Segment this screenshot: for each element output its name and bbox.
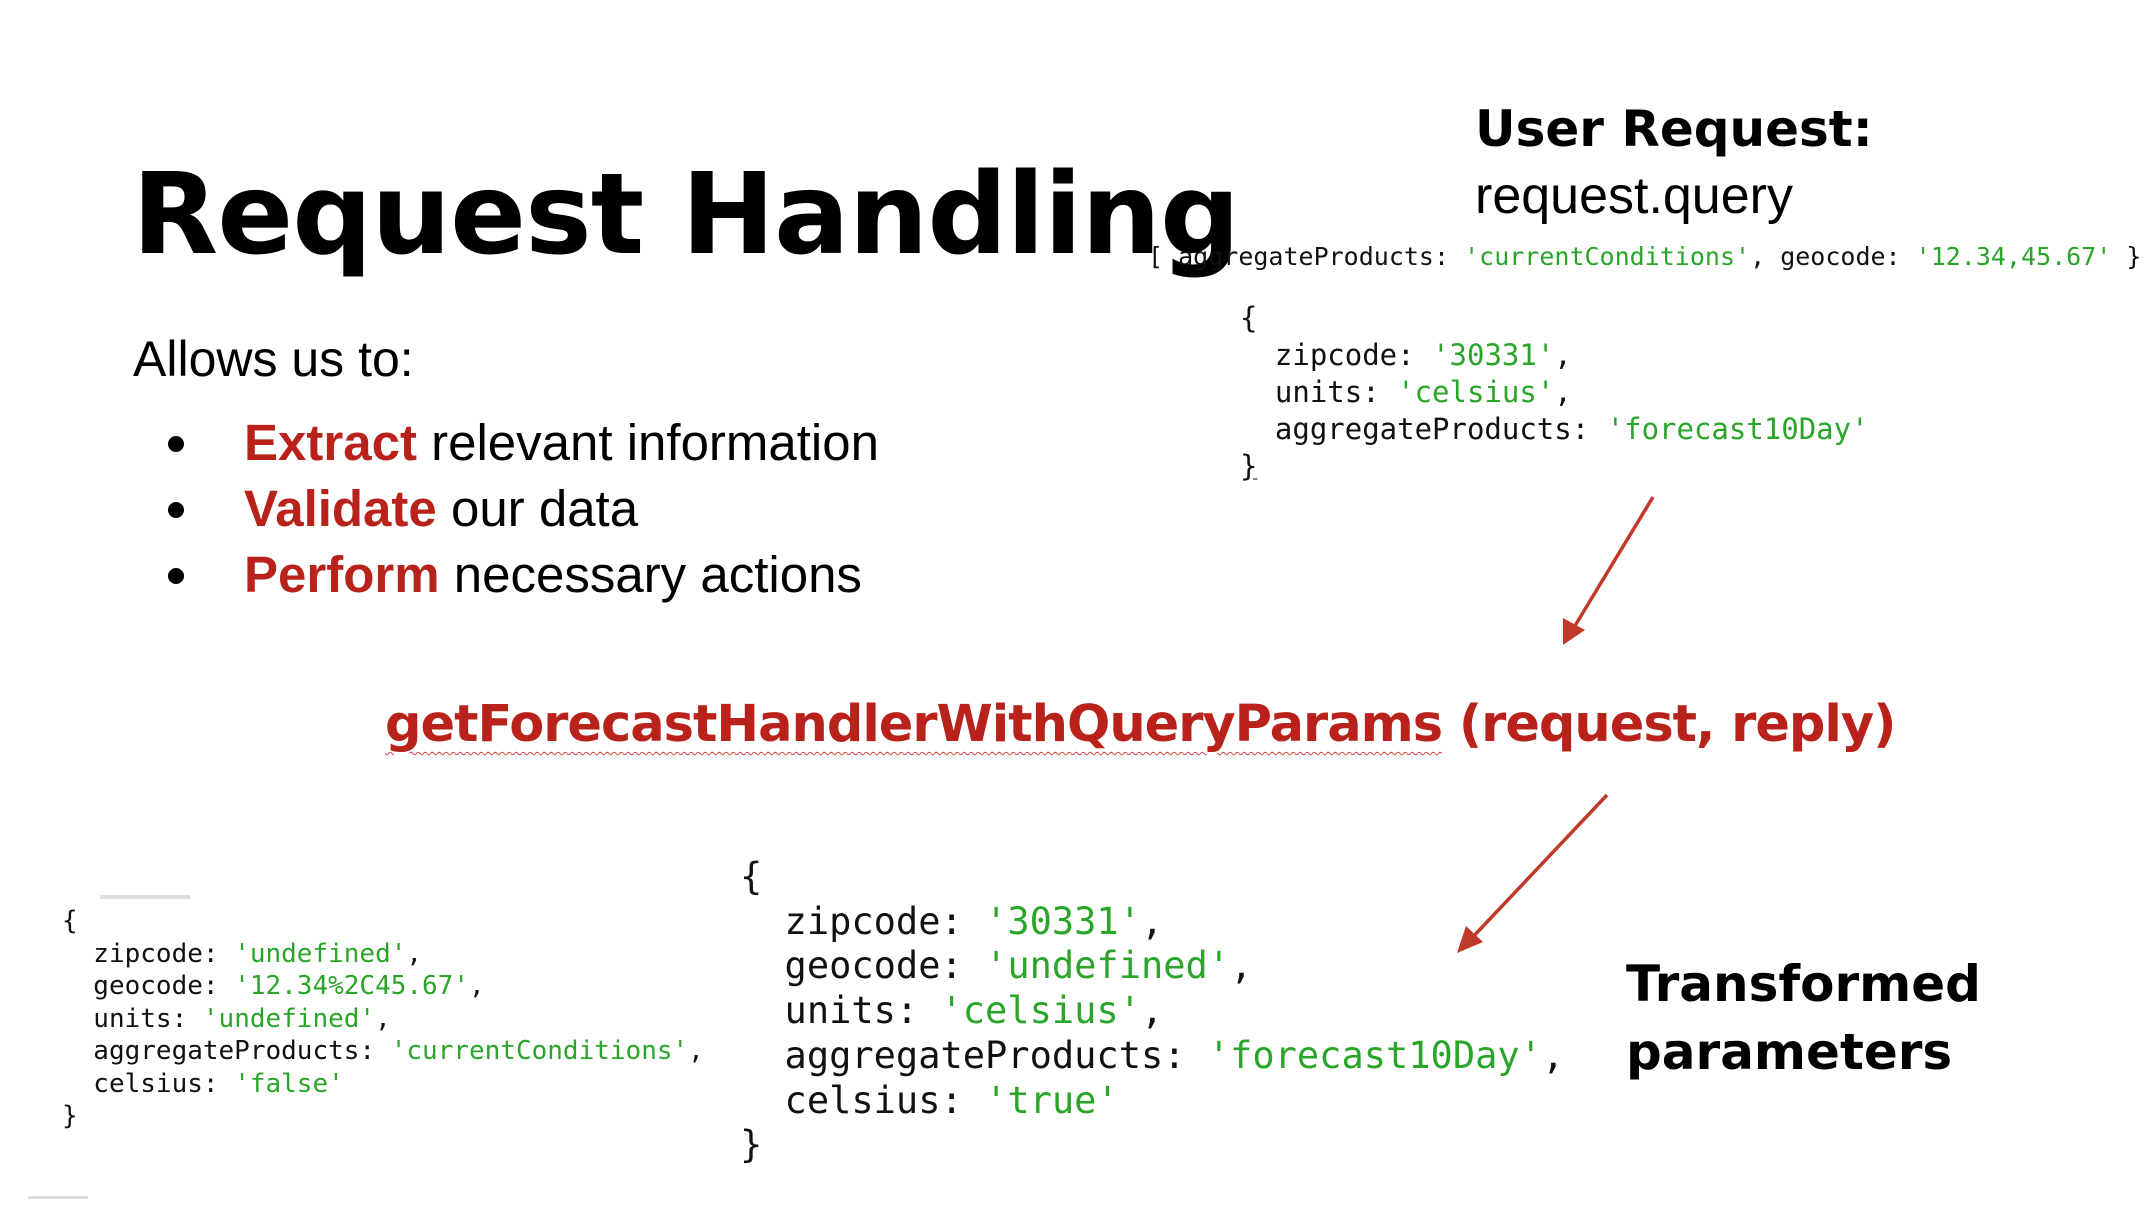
code-key: geocode: (62, 971, 235, 1001)
code-line: { (1240, 301, 1258, 335)
list-item: Validate our data (160, 476, 879, 542)
bullet-icon (168, 502, 184, 518)
code-string: 'currentConditions' (1464, 242, 1751, 271)
code-string: 'false' (234, 1068, 344, 1099)
code-line: geocode: '12.34%2C45.67', (62, 971, 485, 1001)
code-line: celsius: 'true' (740, 1079, 1564, 1124)
bullet-keyword: Validate (244, 480, 437, 537)
code-key: zipcode: (1240, 338, 1433, 372)
code-line: zipcode: '30331', (1240, 338, 1572, 372)
code-line: units: 'celsius', (740, 989, 1164, 1033)
handler-signature: getForecastHandlerWithQueryParams (reque… (385, 695, 1897, 754)
code-key: celsius: (62, 1068, 235, 1099)
inline-query-code: [ aggregateProducts: 'currentConditions'… (1148, 242, 2141, 271)
bullet-text: our data (436, 480, 639, 537)
handler-name: getForecastHandlerWithQueryParams (385, 695, 1443, 754)
code-key: aggregateProducts: (62, 1036, 391, 1066)
faint-mark (28, 1196, 88, 1199)
code-key: aggregateProducts: (740, 1033, 1208, 1077)
bullet-text: necessary actions (439, 546, 862, 603)
code-string: 'forecast10Day' (1606, 412, 1869, 446)
code-line: zipcode: 'undefined', (62, 938, 423, 969)
code-line: geocode: 'undefined', (740, 944, 1253, 988)
user-request-heading: User Request: (1475, 100, 1873, 158)
code-key: celsius: (740, 1078, 986, 1122)
bullet-icon (168, 436, 184, 452)
transformed-label: Transformed parameters (1626, 950, 1981, 1086)
arrow-down-left-icon (1457, 793, 1609, 953)
code-line: aggregateProducts: 'forecast10Day' (1240, 411, 1869, 448)
bullet-icon (168, 568, 184, 584)
arrow-down-left-icon (1563, 496, 1655, 645)
intro-text: Allows us to: (133, 331, 414, 387)
transformed-line: Transformed (1626, 955, 1981, 1013)
handler-args: (request, reply) (1442, 695, 1897, 754)
code-line: { (740, 855, 763, 898)
transformed-line: parameters (1626, 1023, 1953, 1081)
code-line: aggregateProducts: 'forecast10Day', (740, 1033, 1565, 1077)
code-key: units: (1240, 375, 1398, 409)
bullet-keyword: Perform (244, 546, 440, 603)
bullet-keyword: Extract (244, 414, 417, 471)
code-line: } (1240, 449, 1258, 483)
code-line: zipcode: '30331', (740, 899, 1164, 943)
code-string: 'true' (985, 1078, 1119, 1122)
bullet-list: Extract relevant information Validate ou… (160, 410, 879, 608)
code-key: zipcode: (62, 938, 235, 969)
code-line: units: 'undefined', (62, 1003, 391, 1034)
code-key: geocode: (1780, 242, 1916, 271)
code-string: '12.34%2C45.67' (234, 971, 469, 1001)
code-key: zipcode: (740, 899, 986, 943)
code-line: } (62, 1101, 78, 1131)
faint-mark (100, 895, 190, 899)
code-key: aggregateProducts: (1240, 412, 1607, 446)
code-line: celsius: 'false' (62, 1068, 704, 1101)
list-item: Extract relevant information (160, 410, 879, 476)
code-line: } (740, 1123, 763, 1167)
query-object-code: { zipcode: '30331', units: 'celsius', ag… (1240, 300, 1869, 485)
code-punct: , (1750, 242, 1781, 271)
code-string: 'undefined' (202, 1003, 376, 1034)
code-string: 'currentConditions' (390, 1036, 689, 1066)
user-request-subheading: request.query (1475, 167, 1793, 225)
code-key: units: (740, 989, 941, 1033)
code-key: geocode: (740, 944, 986, 988)
code-punct: [ (1148, 242, 1179, 271)
code-line: { (62, 906, 78, 936)
transformed-params-code: { zipcode: '30331', geocode: 'undefined'… (740, 855, 1564, 1168)
code-string: '30331' (1432, 338, 1555, 372)
code-string: 'undefined' (985, 944, 1231, 988)
code-key: aggregateProducts: (1178, 242, 1465, 271)
code-string: 'celsius' (940, 989, 1141, 1033)
code-string: 'undefined' (234, 938, 407, 969)
code-line: aggregateProducts: 'currentConditions', (62, 1036, 704, 1066)
bullet-text: relevant information (416, 414, 879, 471)
list-item: Perform necessary actions (160, 542, 879, 608)
code-line: units: 'celsius', (1240, 375, 1572, 409)
slide-title: Request Handling (132, 150, 1240, 280)
code-string: 'forecast10Day' (1207, 1033, 1542, 1077)
code-string: 'celsius' (1397, 375, 1555, 409)
code-punct: } (2111, 242, 2142, 271)
code-key: units: (62, 1003, 203, 1034)
raw-params-code: { zipcode: 'undefined', geocode: '12.34%… (62, 905, 704, 1133)
code-string: '12.34,45.67' (1915, 242, 2112, 271)
code-string: '30331' (985, 899, 1141, 943)
